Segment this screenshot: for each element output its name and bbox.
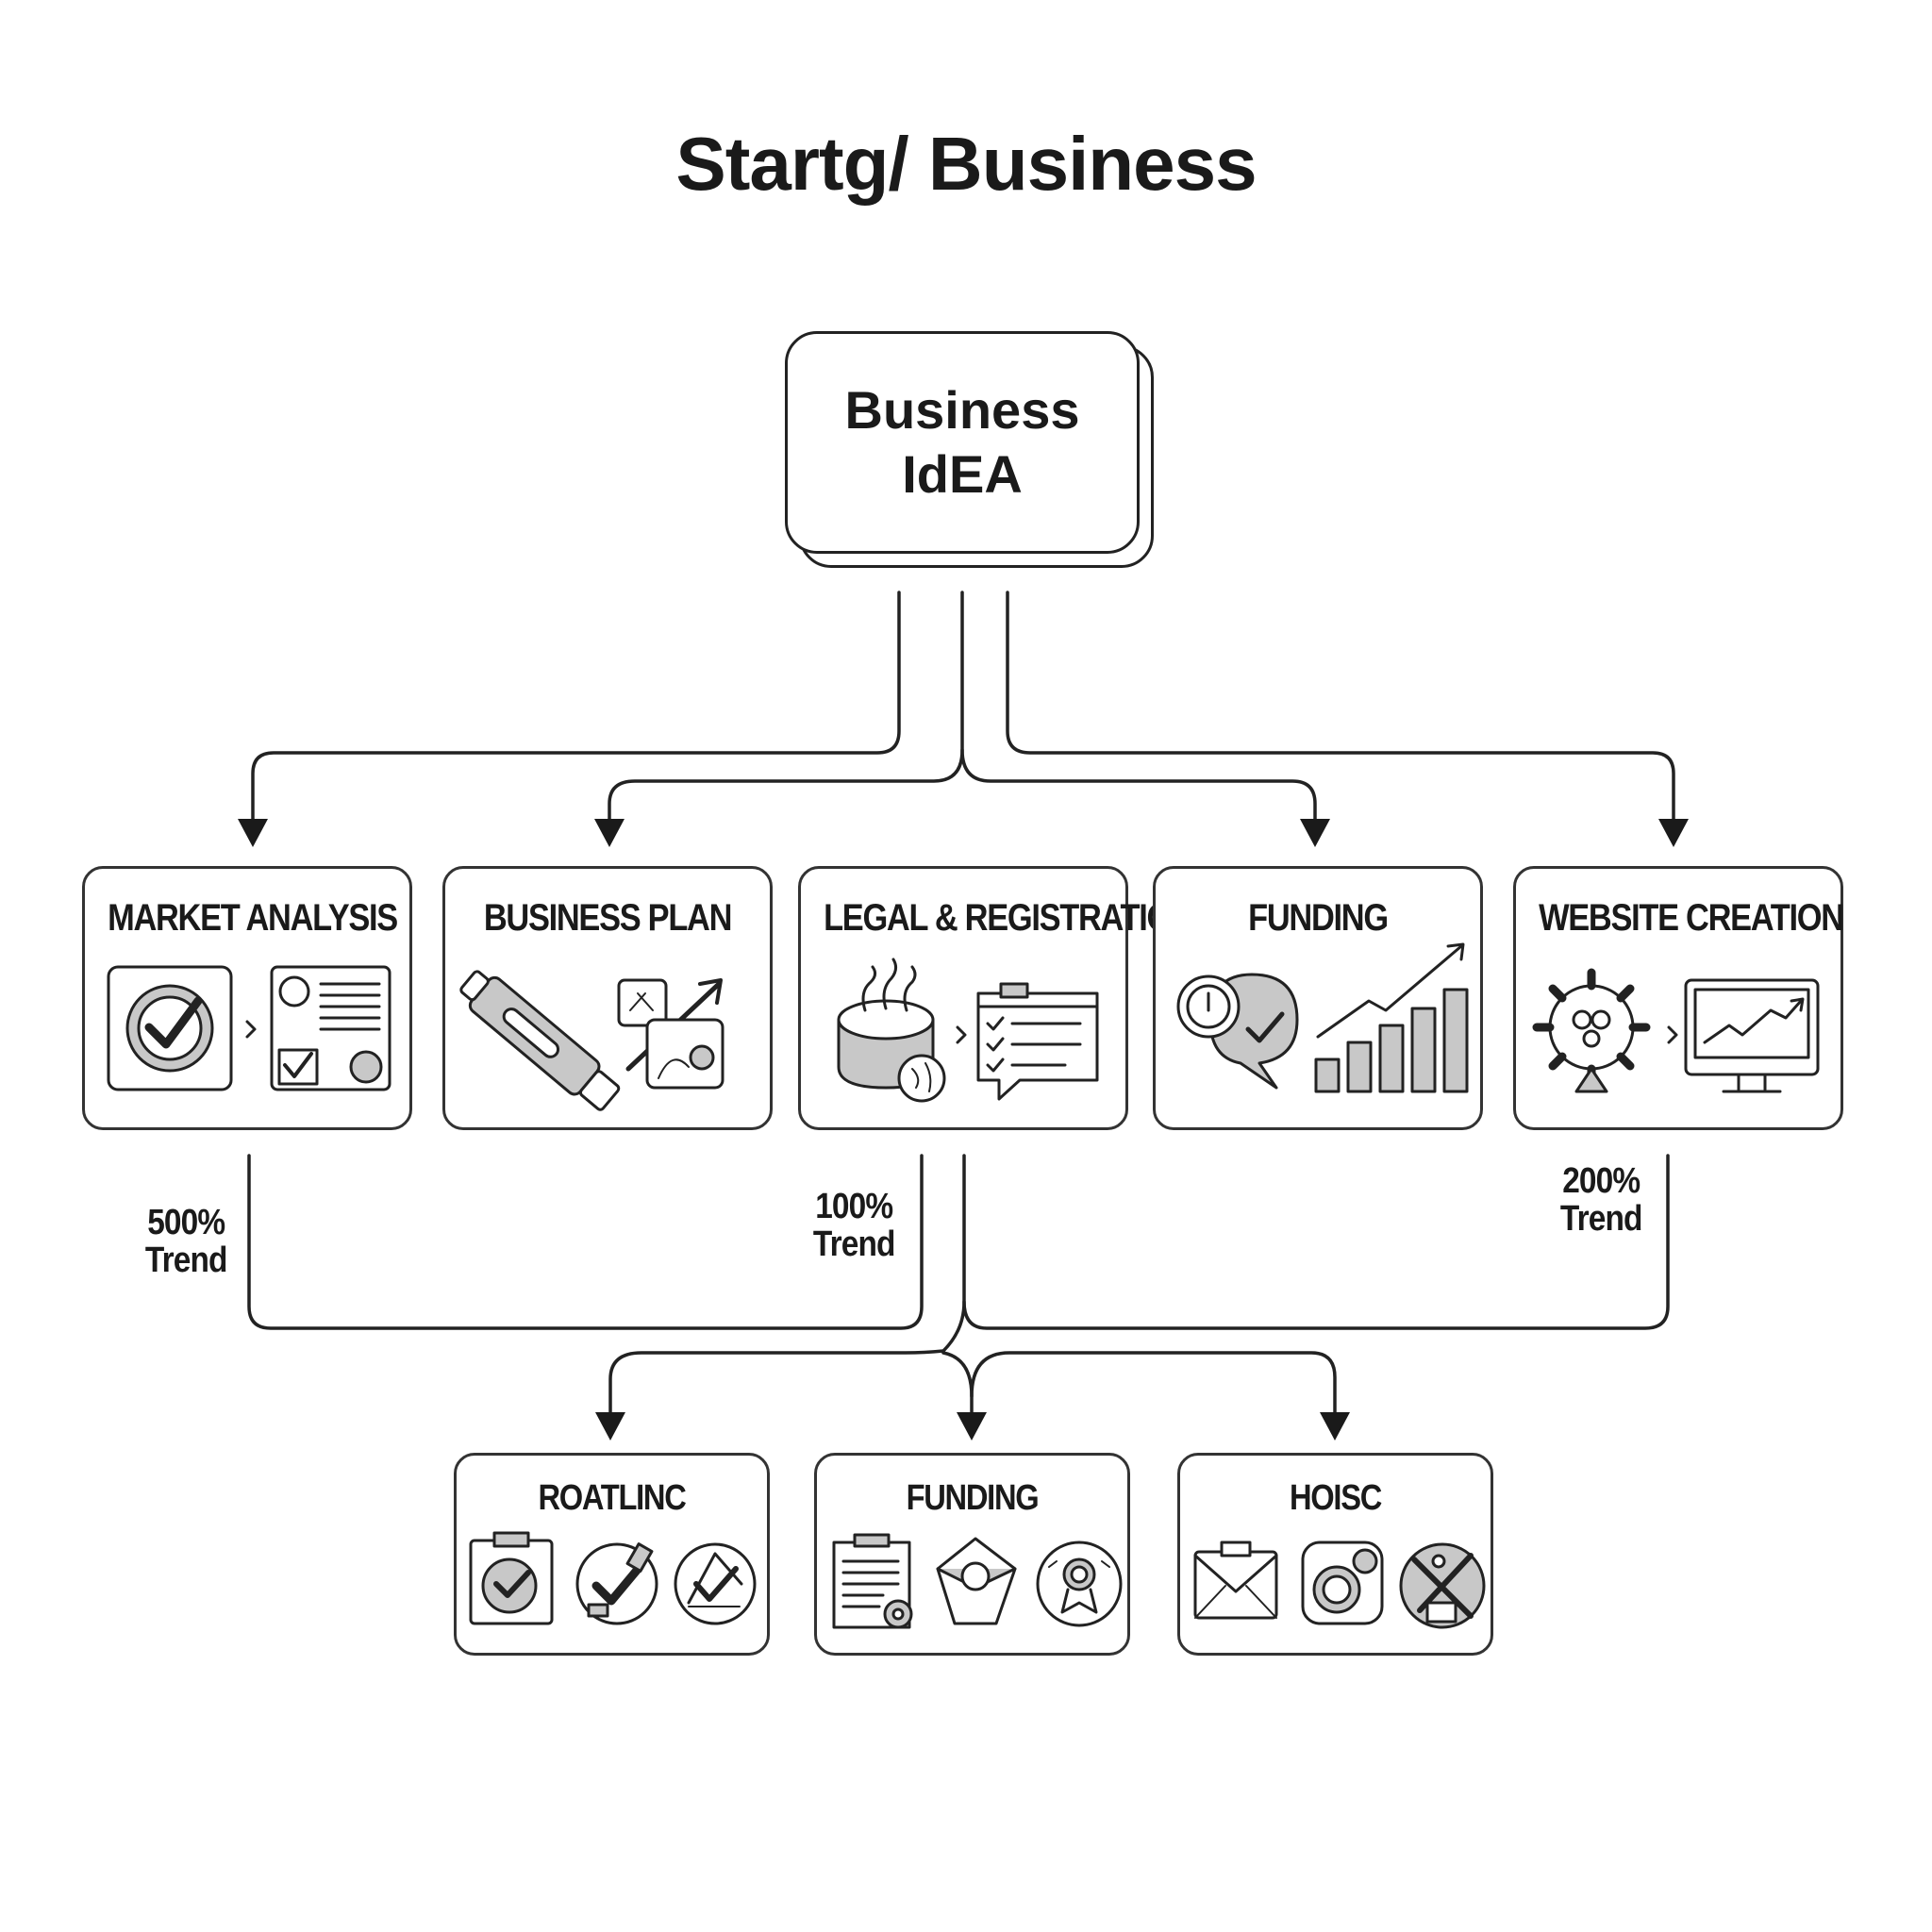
globe-icon xyxy=(897,1054,946,1103)
checklist-bubble-icon xyxy=(976,982,1099,1101)
connector-market-merge xyxy=(247,1154,924,1330)
award-medal-icon xyxy=(1036,1541,1123,1627)
marker-pen-icon xyxy=(459,970,621,1111)
business-plan-icons xyxy=(459,970,724,1111)
funding-icons xyxy=(1176,942,1469,1093)
node-routing[interactable]: ROATLINC xyxy=(454,1453,770,1656)
diagram-title: Startg/ Business xyxy=(675,122,1257,206)
check-icon xyxy=(1245,1011,1285,1043)
node-label: ROATLINC xyxy=(538,1478,686,1518)
mail-envelope-icon xyxy=(1193,1541,1278,1620)
node-label: WEBSITE CREATION xyxy=(1539,897,1844,939)
routing-icons xyxy=(469,1531,757,1625)
cone-icon xyxy=(1574,1067,1608,1093)
arrowhead-plan xyxy=(594,819,625,847)
node-label: FUNDING xyxy=(1248,897,1389,939)
arrowhead-hoisc xyxy=(1320,1412,1350,1441)
chevron-right-icon xyxy=(1667,1025,1678,1044)
diamond-badge-icon xyxy=(936,1537,1017,1625)
node-label: HOISC xyxy=(1289,1478,1382,1518)
trend-label: Trend xyxy=(1559,1199,1643,1239)
arrowhead-funding2 xyxy=(957,1412,987,1441)
root-node-business-idea[interactable]: Business IdEA xyxy=(785,331,1140,554)
node-market-analysis[interactable]: MARKET ANALYSIS xyxy=(82,866,412,1130)
node-label: FUNDING xyxy=(906,1478,1040,1518)
arrowhead-website xyxy=(1658,819,1689,847)
root-node-label: Business IdEA xyxy=(844,380,1080,504)
gear-icon xyxy=(1532,968,1651,1087)
arrowhead-routing xyxy=(595,1412,625,1441)
trend-value: 200% xyxy=(1562,1161,1641,1201)
envelope-check-icon xyxy=(674,1542,757,1625)
node-hoisc[interactable]: HOISC xyxy=(1177,1453,1493,1656)
connector-merge-funding2 xyxy=(941,1351,974,1417)
trend-legal-registration: 100% Trend xyxy=(812,1187,896,1264)
chevron-right-icon xyxy=(245,1020,257,1039)
trend-label: Trend xyxy=(812,1224,896,1264)
funding-2-icons xyxy=(832,1533,1123,1629)
trend-up-arrow-icon xyxy=(1316,944,1463,1039)
market-analysis-icons xyxy=(107,965,391,1091)
connector-root-funding xyxy=(960,748,1317,823)
arrowheads xyxy=(238,819,1689,1441)
trend-value: 500% xyxy=(147,1203,225,1242)
website-creation-icons xyxy=(1532,968,1820,1093)
arrowhead-funding xyxy=(1300,819,1330,847)
trend-label: Trend xyxy=(144,1241,228,1280)
strategy-card-icon xyxy=(617,978,668,1027)
node-funding-2[interactable]: FUNDING xyxy=(814,1453,1130,1656)
connector-legal-merge xyxy=(608,1154,966,1417)
connector-root-market xyxy=(251,591,901,823)
camera-lens-icon xyxy=(1301,1541,1384,1625)
node-business-plan[interactable]: BUSINESS PLAN xyxy=(442,866,773,1130)
connector-root-plan xyxy=(608,591,964,823)
clipboard-check-icon xyxy=(469,1531,554,1625)
connector-root-website xyxy=(1006,591,1675,823)
map-card-icon xyxy=(645,1018,724,1090)
chevron-right-icon xyxy=(956,1025,967,1044)
trend-value: 100% xyxy=(815,1187,893,1226)
trend-market-analysis: 500% Trend xyxy=(144,1203,228,1280)
document-gear-icon xyxy=(832,1533,913,1629)
legal-registration-icons xyxy=(837,958,1099,1103)
target-person-icon xyxy=(1399,1542,1486,1629)
arrowhead-market xyxy=(238,819,268,847)
hoisc-icons xyxy=(1193,1541,1486,1629)
node-label: MARKET ANALYSIS xyxy=(108,897,398,939)
node-funding[interactable]: FUNDING xyxy=(1153,866,1483,1130)
node-label: BUSINESS PLAN xyxy=(483,897,733,939)
node-legal-registration[interactable]: LEGAL & REGISTRATION xyxy=(798,866,1194,1130)
tools-check-icon xyxy=(575,1542,658,1625)
pie-chart-icon xyxy=(349,1050,383,1084)
connector-merge-website xyxy=(962,1154,1670,1330)
bar-chart-icon xyxy=(1314,988,1469,1093)
connector-merge-hoisc xyxy=(970,1351,1337,1417)
node-label: LEGAL & REGISTRATION xyxy=(824,897,1194,939)
monitor-icon xyxy=(1684,978,1820,1093)
trend-website-creation: 200% Trend xyxy=(1559,1161,1643,1239)
node-website-creation[interactable]: WEBSITE CREATION xyxy=(1513,866,1844,1130)
